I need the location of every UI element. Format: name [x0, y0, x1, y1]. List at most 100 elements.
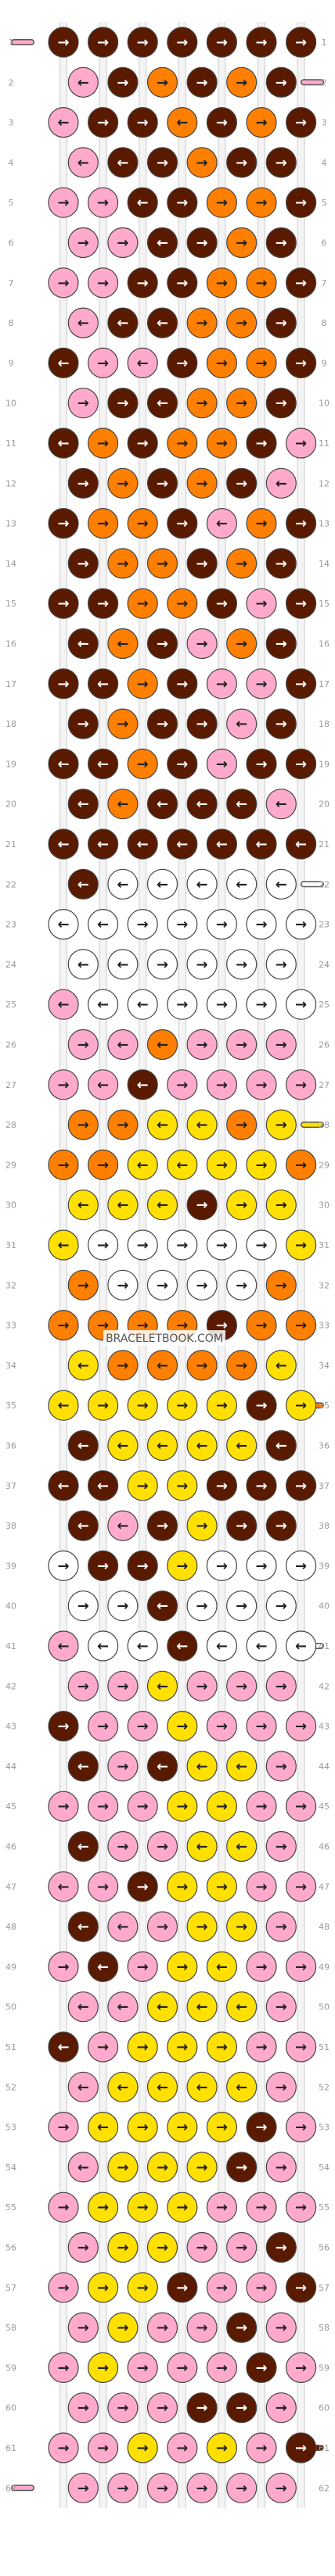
row-number-left: 18	[5, 719, 16, 729]
arrow-right-icon: →	[57, 34, 69, 51]
row-number-left: 1	[9, 38, 14, 48]
row-number-left: 39	[5, 1561, 16, 1571]
knot	[88, 428, 119, 459]
row-number-right: 36	[319, 1441, 330, 1451]
arrow-right-icon: →	[77, 2240, 89, 2256]
arrow-left-icon: ←	[77, 74, 89, 91]
arrow-right-icon: →	[176, 516, 188, 532]
arrow-right-icon: →	[137, 1719, 149, 1735]
knot	[48, 347, 79, 378]
arrow-right-icon: →	[157, 2320, 168, 2336]
arrow-left-icon: ←	[97, 1478, 109, 1494]
arrow-right-icon: →	[276, 155, 287, 171]
watermark: BRACELETBOOK.COM	[106, 1333, 223, 1345]
knot	[246, 1550, 277, 1582]
row-number-right: 53	[319, 2123, 330, 2133]
knot	[265, 1991, 297, 2023]
arrow-left-icon: ←	[57, 1237, 69, 1254]
knot	[107, 949, 139, 980]
arrow-right-icon: →	[295, 1478, 307, 1494]
knot	[286, 748, 317, 780]
arrow-right-icon: →	[117, 1598, 128, 1615]
arrow-left-icon: ←	[236, 716, 247, 732]
knot	[206, 187, 237, 218]
arrow-right-icon: →	[57, 1798, 69, 1815]
knot	[226, 868, 258, 900]
knot	[67, 1269, 99, 1301]
arrow-right-icon: →	[176, 676, 188, 692]
knot	[167, 1871, 198, 1902]
arrow-right-icon: →	[196, 2480, 208, 2496]
arrow-right-icon: →	[176, 596, 188, 612]
arrow-right-icon: →	[196, 1197, 208, 1214]
arrow-right-icon: →	[117, 1117, 128, 1133]
arrow-right-icon: →	[97, 2199, 109, 2216]
arrow-right-icon: →	[77, 475, 89, 492]
knot	[146, 789, 178, 820]
arrow-right-icon: →	[236, 1358, 247, 1374]
knot	[88, 588, 119, 619]
arrow-right-icon: →	[255, 1558, 267, 1574]
knot	[146, 868, 178, 900]
arrow-left-icon: ←	[196, 1438, 208, 1454]
arrow-right-icon: →	[137, 2199, 149, 2216]
knot	[286, 107, 317, 138]
knot	[67, 1510, 99, 1541]
arrow-right-icon: →	[137, 1959, 149, 1975]
row-number-left: 8	[9, 318, 14, 328]
row-number-left: 14	[5, 559, 16, 569]
arrow-right-icon: →	[295, 1719, 307, 1735]
arrow-right-icon: →	[255, 756, 267, 772]
knot	[167, 1951, 198, 1982]
arrow-right-icon: →	[196, 1598, 208, 1615]
knot	[286, 989, 317, 1020]
knot	[107, 227, 139, 259]
knot	[67, 789, 99, 820]
knot	[265, 2312, 297, 2343]
arrow-right-icon: →	[216, 1397, 228, 1414]
arrow-right-icon: →	[295, 1237, 307, 1254]
arrow-left-icon: ←	[97, 1077, 109, 1093]
arrow-left-icon: ←	[137, 1077, 149, 1093]
row-number-left: 10	[5, 399, 16, 409]
arrow-left-icon: ←	[196, 1117, 208, 1133]
row-number-right: 6	[322, 238, 327, 249]
knot	[48, 2191, 79, 2223]
knot	[206, 2432, 237, 2463]
knot	[206, 2272, 237, 2303]
knot	[246, 507, 277, 539]
arrow-left-icon: ←	[137, 996, 149, 1013]
row-number-right: 12	[319, 478, 330, 488]
arrow-right-icon: →	[216, 2120, 228, 2136]
row-number-left: 62	[5, 2483, 16, 2493]
row-number-right: 52	[319, 2082, 330, 2092]
knot	[286, 2112, 317, 2143]
arrow-right-icon: →	[176, 1478, 188, 1494]
arrow-right-icon: →	[295, 2280, 307, 2296]
arrow-right-icon: →	[57, 2120, 69, 2136]
arrow-right-icon: →	[255, 1157, 267, 1173]
knot	[186, 1269, 218, 1301]
knot	[226, 1670, 258, 1701]
knot	[146, 1350, 178, 1381]
knot	[186, 1670, 218, 1701]
row-number-right: 9	[322, 358, 327, 368]
knot	[186, 307, 218, 338]
knot	[48, 1470, 79, 1501]
knot	[107, 147, 139, 178]
knot	[186, 1830, 218, 1862]
knot	[107, 307, 139, 338]
arrow-left-icon: ←	[77, 636, 89, 653]
arrow-left-icon: ←	[117, 2079, 128, 2095]
knot	[48, 1630, 79, 1662]
knot	[206, 1871, 237, 1902]
arrow-right-icon: →	[196, 636, 208, 653]
arrow-left-icon: ←	[117, 315, 128, 331]
arrow-right-icon: →	[295, 1077, 307, 1093]
row-number-right: 51	[319, 2042, 330, 2052]
arrow-right-icon: →	[276, 1277, 287, 1293]
knot	[265, 1590, 297, 1622]
arrow-right-icon: →	[216, 1237, 228, 1254]
knot	[107, 2392, 139, 2424]
knot	[88, 1951, 119, 1982]
